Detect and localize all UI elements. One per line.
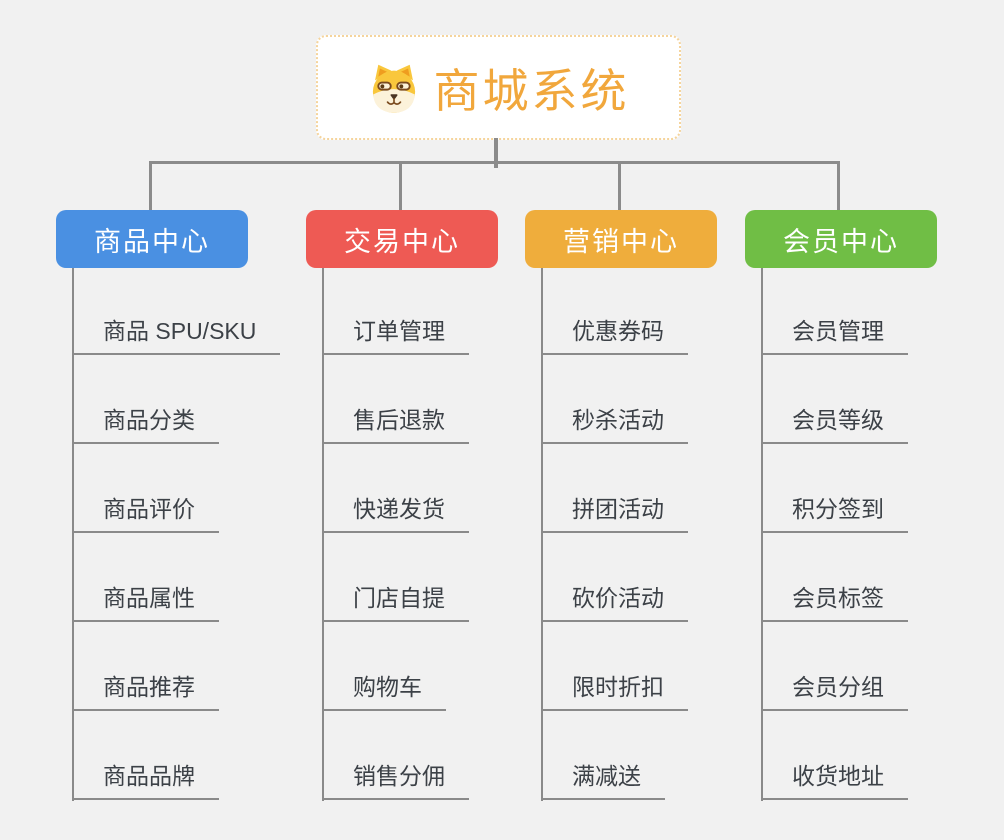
- leaf-node[interactable]: 满减送: [541, 761, 665, 800]
- leaf-node[interactable]: 会员标签: [761, 583, 908, 622]
- tree-line: [72, 268, 74, 801]
- leaf-node[interactable]: 积分签到: [761, 494, 908, 533]
- children-column-product-center: 商品 SPU/SKU 商品分类 商品评价 商品属性 商品推荐 商品品牌: [72, 268, 312, 803]
- connector-drop-trade: [399, 161, 402, 211]
- leaf-node[interactable]: 门店自提: [322, 583, 469, 622]
- branch-label: 营销中心: [563, 226, 679, 257]
- leaf-node[interactable]: 商品推荐: [72, 672, 219, 711]
- dog-face-icon: [372, 64, 415, 113]
- children-column-member-center: 会员管理 会员等级 积分签到 会员标签 会员分组 收货地址: [761, 268, 1001, 803]
- leaf-node[interactable]: 订单管理: [322, 316, 469, 355]
- leaf-node[interactable]: 会员等级: [761, 405, 908, 444]
- leaf-node[interactable]: 商品评价: [72, 494, 219, 533]
- branch-node-member-center[interactable]: 会员中心: [745, 210, 937, 268]
- branch-label: 会员中心: [783, 226, 899, 257]
- connector-root-stub: [494, 138, 498, 168]
- tree-line: [541, 268, 543, 801]
- leaf-node[interactable]: 商品分类: [72, 405, 219, 444]
- connector-drop-member: [837, 161, 840, 211]
- leaf-node[interactable]: 会员分组: [761, 672, 908, 711]
- branch-node-trade-center[interactable]: 交易中心: [306, 210, 498, 268]
- leaf-node[interactable]: 收货地址: [761, 761, 908, 800]
- branch-label: 商品中心: [94, 226, 210, 257]
- connector-horizontal-bar: [150, 161, 839, 164]
- connector-drop-product: [149, 161, 152, 211]
- leaf-node[interactable]: 商品 SPU/SKU: [72, 316, 281, 355]
- leaf-node[interactable]: 商品品牌: [72, 761, 219, 800]
- children-column-marketing-center: 优惠券码 秒杀活动 拼团活动 砍价活动 限时折扣 满减送: [541, 268, 781, 803]
- leaf-node[interactable]: 商品属性: [72, 583, 219, 622]
- root-node[interactable]: 商城系统: [316, 35, 681, 140]
- connector-drop-marketing: [618, 161, 621, 211]
- leaf-node[interactable]: 会员管理: [761, 316, 908, 355]
- children-column-trade-center: 订单管理 售后退款 快递发货 门店自提 购物车 销售分佣: [322, 268, 562, 803]
- leaf-node[interactable]: 购物车: [322, 672, 446, 711]
- leaf-node[interactable]: 秒杀活动: [541, 405, 688, 444]
- branch-node-product-center[interactable]: 商品中心: [56, 210, 248, 268]
- leaf-node[interactable]: 快递发货: [322, 494, 469, 533]
- leaf-node[interactable]: 优惠券码: [541, 316, 688, 355]
- leaf-node[interactable]: 售后退款: [322, 405, 469, 444]
- leaf-node[interactable]: 限时折扣: [541, 672, 688, 711]
- tree-line: [322, 268, 324, 801]
- tree-line: [761, 268, 763, 801]
- branch-node-marketing-center[interactable]: 营销中心: [525, 210, 717, 268]
- leaf-node[interactable]: 砍价活动: [541, 583, 688, 622]
- branch-label: 交易中心: [344, 226, 460, 257]
- root-title: 商城系统: [433, 64, 630, 117]
- leaf-node[interactable]: 销售分佣: [322, 761, 469, 800]
- leaf-node[interactable]: 拼团活动: [541, 494, 688, 533]
